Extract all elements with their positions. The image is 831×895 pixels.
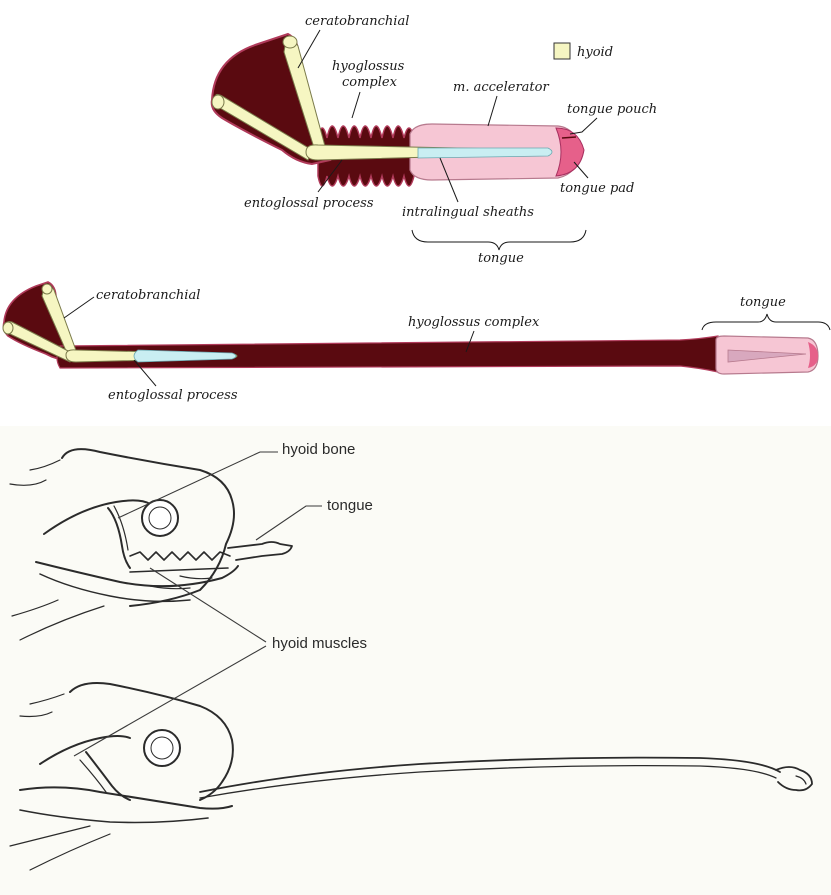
label-ceratobranchial-top: ceratobranchial bbox=[305, 14, 409, 29]
hyoid-legend-swatch bbox=[553, 42, 571, 60]
label-m-accelerator: m. accelerator bbox=[453, 80, 549, 95]
label-hyoid-bone: hyoid bone bbox=[282, 441, 355, 458]
middle-diagram: ceratobranchial hyoglossus complex tongu… bbox=[2, 281, 831, 403]
label-ceratobranchial-mid: ceratobranchial bbox=[96, 288, 200, 303]
tongue-brace-mid bbox=[701, 313, 831, 331]
label-entoglossal-process-top: entoglossal process bbox=[244, 196, 374, 211]
label-tongue-pouch: tongue pouch bbox=[567, 102, 657, 117]
ceratobranchial-muscle bbox=[210, 32, 332, 166]
label-hyoid-muscles: hyoid muscles bbox=[272, 635, 367, 652]
legend-hyoid-label: hyoid bbox=[577, 45, 613, 60]
label-tongue-mid: tongue bbox=[740, 295, 786, 310]
label-tongue-sketch: tongue bbox=[327, 497, 373, 514]
intralingual-sheaths bbox=[417, 147, 553, 159]
label-hyoglossus-complex-mid: hyoglossus complex bbox=[408, 315, 540, 330]
hyoglossus-band bbox=[56, 335, 719, 373]
label-intralingual-sheaths: intralingual sheaths bbox=[402, 205, 534, 220]
label-hyoglossus-line1: hyoglossus bbox=[332, 59, 405, 74]
label-hyoglossus-line2: complex bbox=[342, 75, 398, 90]
bottom-sketch: hyoid bone tongue hyoid muscles bbox=[0, 426, 831, 895]
label-tongue-pad: tongue pad bbox=[560, 181, 634, 196]
chameleon-head-retracted bbox=[9, 448, 293, 641]
chameleon-head-extended bbox=[9, 682, 813, 871]
label-tongue-top: tongue bbox=[478, 251, 524, 266]
tongue-brace-top bbox=[411, 229, 587, 251]
label-entoglossal-process-mid: entoglossal process bbox=[108, 388, 238, 403]
top-diagram: hyoid ceratobranchial hyoglossus complex… bbox=[210, 14, 657, 266]
